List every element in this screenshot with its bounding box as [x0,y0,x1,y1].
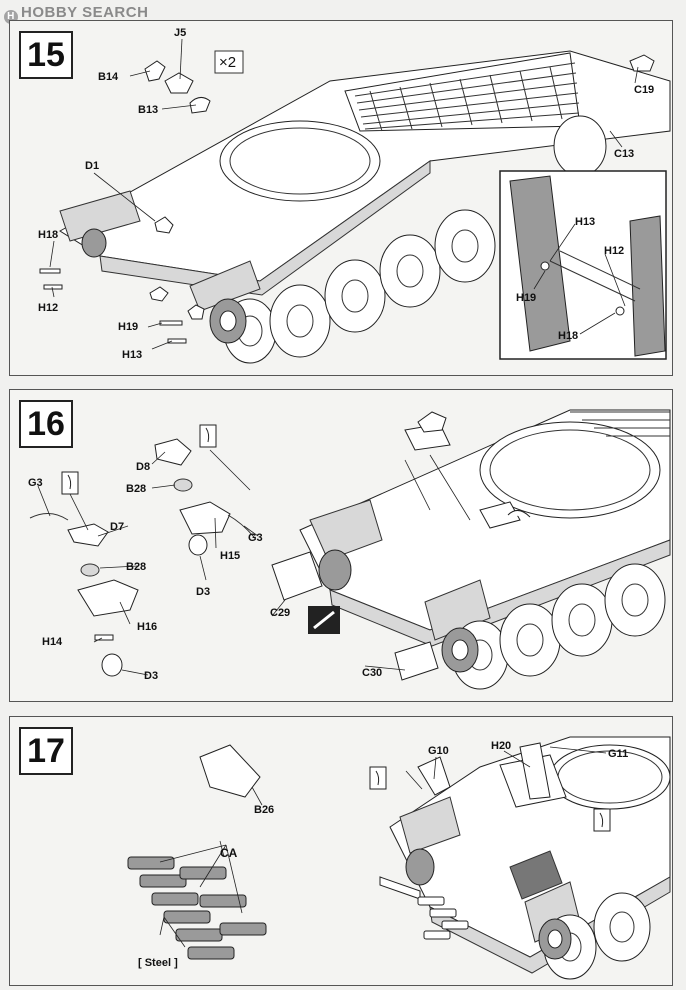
step-16-panel: 16 [9,389,673,702]
label-h12: H12 [38,302,58,314]
label-h13: H13 [122,349,142,361]
label-ca: CA [220,846,238,860]
label-b14: B14 [98,71,119,83]
label-h16: H16 [137,621,157,633]
label-g3-right: G3 [248,532,263,544]
step-16-leader-lines [37,449,471,676]
label-d3-lower: D3 [144,670,158,682]
label-h20: H20 [491,740,511,752]
label-b28-upper: B28 [126,483,146,495]
label-b13: B13 [138,104,158,116]
track-links-right [417,896,469,940]
road-wheels [405,848,651,980]
inset-label-h19: H19 [516,292,536,304]
label-steel: [ Steel ] [138,957,178,969]
step-number: 17 [19,727,73,775]
step-15-inset-detail [499,170,667,360]
label-c30: C30 [362,667,382,679]
step-15-panel: 15 [9,20,673,376]
step-17-panel: 17 [9,716,673,986]
road-wheels [81,115,607,364]
step-number: 16 [19,400,73,448]
label-c19: C19 [634,84,654,96]
step-16-parts [29,411,531,681]
label-b26: B26 [254,804,274,816]
watermark-text: HOBBY SEARCH [21,4,149,21]
inset-label-h12: H12 [604,245,624,257]
road-wheels [318,549,666,690]
label-h19: H19 [118,321,138,333]
label-d1: D1 [85,160,99,172]
inset-label-h18: H18 [558,330,578,342]
label-g10: G10 [428,745,449,757]
tank-hull [59,50,671,312]
track-links-left [127,856,267,960]
label-c13: C13 [614,148,634,160]
label-j5: J5 [174,27,186,39]
label-g11: G11 [608,748,628,760]
label-c29: C29 [270,607,290,619]
inset-label-h13: H13 [575,216,595,228]
step-15-diagram: J5 B14 B13 ×2 D1 H18 H12 H19 H13 C19 C13… [38,27,671,364]
step-17-diagram: B26 CA [ Steel ] G10 H20 G11 [127,736,671,980]
step-17-leader-lines [159,746,607,948]
step-15-leader-lines [49,38,639,350]
label-d7: D7 [110,521,124,533]
label-g3-left: G3 [28,477,43,489]
tank-hull [299,409,671,647]
step-16-diagram: D8 B28 G3 D7 B28 H15 G3 D3 H16 H14 D3 C2… [28,409,671,690]
step-15-parts [39,50,655,344]
label-h14: H14 [42,636,63,648]
label-h15: H15 [220,550,240,562]
label-h18: H18 [38,229,58,241]
label-b28-lower: B28 [126,561,146,573]
step-17-parts [127,742,611,960]
label-quantity-x2: ×2 [219,54,236,71]
step-number: 15 [19,31,73,79]
label-d8: D8 [136,461,150,473]
label-d3-upper: D3 [196,586,210,598]
